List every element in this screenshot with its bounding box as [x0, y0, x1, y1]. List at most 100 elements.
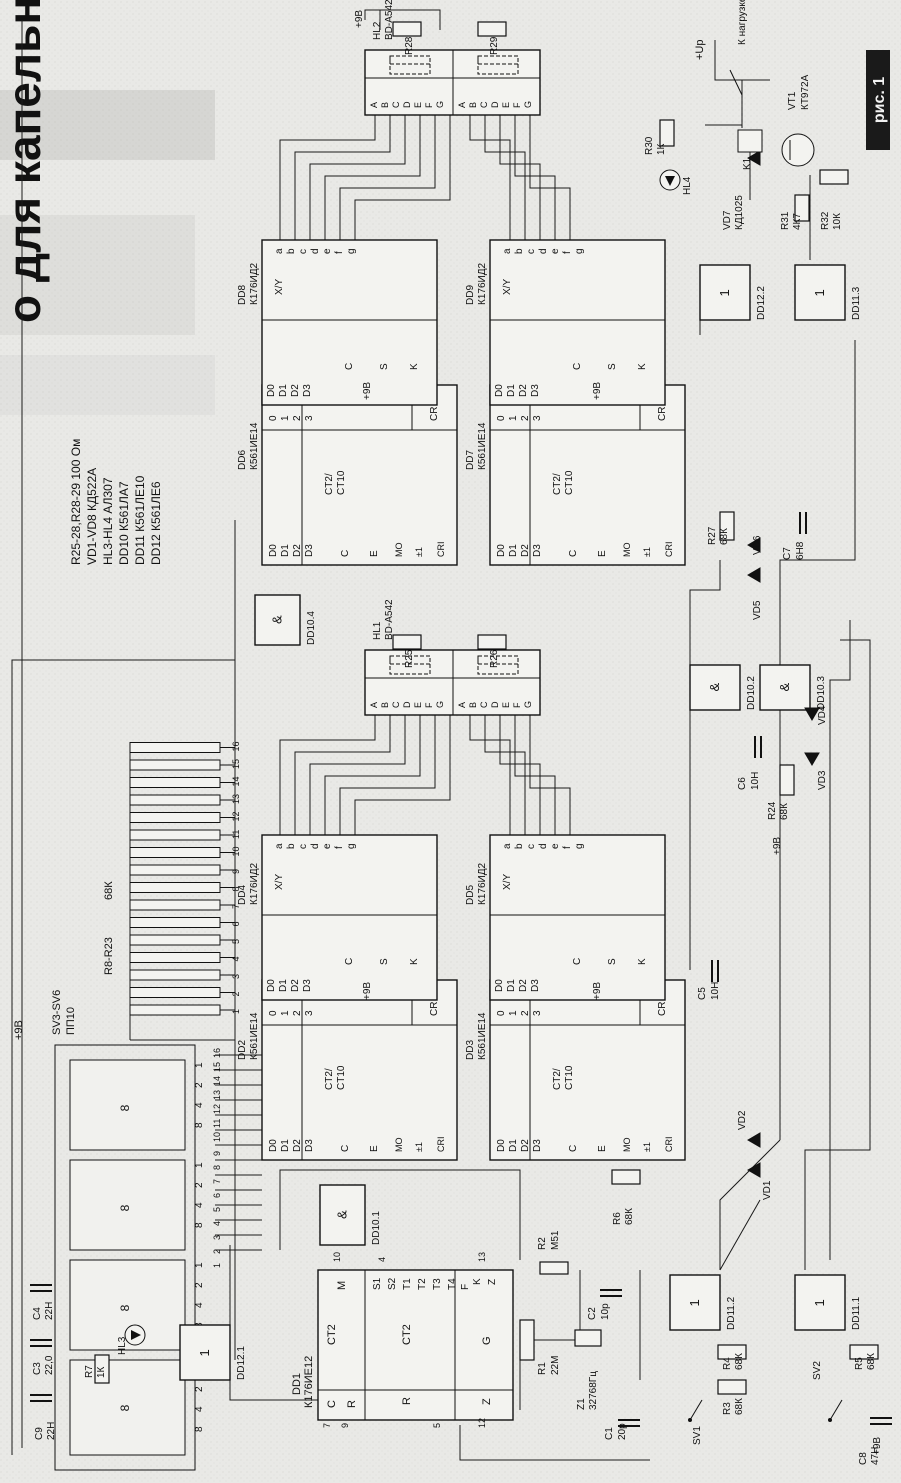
switch-bank-type: ПП10 — [65, 1007, 77, 1035]
part-label: R3 — [722, 1402, 733, 1415]
part-label: 68К — [719, 528, 730, 545]
pin-label: D2 — [290, 979, 301, 992]
pin-label: CT2/ — [324, 473, 335, 495]
gate-symbol: & — [270, 615, 285, 624]
resistor-bank-element — [129, 987, 221, 998]
svg-text:T3: T3 — [432, 1278, 443, 1290]
diode-vd4 — [804, 707, 820, 721]
pin-label: F — [512, 102, 522, 108]
pin-label: d — [310, 843, 321, 849]
part-label: DD4 — [237, 885, 248, 905]
pin-label: G — [523, 701, 533, 708]
part-label: КТ972А — [800, 74, 811, 110]
gate-symbol: & — [707, 683, 722, 692]
supply-label: +9В — [13, 1020, 25, 1040]
pin-label: ±1 — [414, 1142, 424, 1152]
pin-label: C — [344, 363, 355, 370]
part-label: DD2 — [237, 1040, 248, 1060]
pin-label: g — [574, 843, 585, 849]
svg-text:S2: S2 — [387, 1277, 398, 1290]
pin-label: D0 — [266, 979, 277, 992]
chip-body — [489, 239, 666, 406]
svg-text:4: 4 — [377, 1257, 387, 1262]
resistor-r32 — [819, 169, 849, 185]
resistor-bank-element — [129, 742, 221, 753]
gate-symbol: 1 — [197, 1349, 212, 1356]
svg-text:1: 1 — [212, 1263, 222, 1268]
pin-label: D1 — [506, 384, 517, 397]
svg-text:S1: S1 — [372, 1277, 383, 1290]
svg-text:5: 5 — [432, 1423, 442, 1428]
gate-name: DD11.3 — [851, 286, 862, 320]
pin-label: a — [274, 248, 285, 254]
resistor-bank-element — [129, 917, 221, 928]
part-label: К176ИД2 — [249, 863, 260, 905]
pin-label: f — [562, 846, 573, 849]
button-sv2[interactable] — [828, 1399, 843, 1422]
switch-sv6[interactable]: 8 — [69, 1359, 186, 1456]
resistor-bank-element — [129, 812, 221, 823]
pin-label: a — [502, 248, 513, 254]
resistor-bank-element — [129, 777, 221, 788]
part-label: R24 — [767, 801, 778, 820]
part-label: 68К — [866, 1353, 877, 1370]
gate-name: DD10.2 — [746, 676, 757, 710]
pin-label: D — [402, 701, 412, 708]
pin-label: 1 — [280, 1010, 291, 1016]
resistor-bank-pin: 1 — [231, 1009, 241, 1014]
resistor-bank-pin: 7 — [231, 904, 241, 909]
svg-text:4: 4 — [194, 1102, 205, 1108]
svg-text:M: M — [336, 1281, 348, 1290]
svg-text:K: K — [472, 1278, 483, 1285]
pin-label: C — [391, 701, 401, 708]
pin-label: D1 — [278, 384, 289, 397]
pin-label: E — [501, 102, 511, 108]
pin-label: CT10 — [564, 470, 575, 495]
resistor-r4 — [717, 1344, 747, 1360]
pin-label: D3 — [304, 544, 315, 557]
pin-label: E — [597, 1145, 608, 1152]
pin-label: CT2/ — [324, 1068, 335, 1090]
svg-text:8: 8 — [118, 1304, 132, 1311]
pin-label: e — [550, 248, 561, 254]
pin-label: S — [379, 958, 390, 965]
svg-text:2: 2 — [194, 1386, 205, 1392]
part-label: 47Н — [870, 1447, 881, 1465]
button-sv1[interactable] — [688, 1399, 703, 1422]
pin-label: D3 — [530, 979, 541, 992]
pin-label: B — [380, 102, 390, 108]
pin-label: D1 — [508, 544, 519, 557]
svg-text:14: 14 — [212, 1076, 222, 1086]
pin-label: 0 — [268, 1010, 279, 1016]
diodes — [747, 150, 820, 1178]
svg-text:9: 9 — [340, 1423, 350, 1428]
part-label: +9В — [592, 982, 603, 1000]
pin-label: f — [334, 846, 345, 849]
part-label: 32768Гц — [588, 1371, 599, 1410]
pin-label: C — [344, 958, 355, 965]
switch-sv4[interactable]: 8 — [69, 1159, 186, 1251]
pin-label: c — [298, 249, 309, 254]
part-label: К нагрузке — [737, 0, 748, 45]
svg-text:4: 4 — [212, 1221, 222, 1226]
pin-label: S — [379, 363, 390, 370]
capacitors — [30, 512, 892, 1427]
pin-label: CRI — [436, 1137, 446, 1153]
note-line: HL3-HL4 АЛ307 — [101, 477, 115, 565]
svg-text:1: 1 — [194, 1262, 205, 1268]
svg-text:7: 7 — [212, 1179, 222, 1184]
part-label: DD8 — [237, 285, 248, 305]
pin-label: a — [502, 843, 513, 849]
switch-sv3[interactable]: 8 — [69, 1059, 186, 1151]
pin-label: C — [340, 1145, 351, 1152]
part-label: 1К — [656, 143, 667, 155]
chip-dd1-name: DD1 — [291, 1373, 303, 1395]
part-label: R31 — [780, 211, 791, 230]
pin-label: S — [607, 958, 618, 965]
diode-vd2 — [747, 1132, 761, 1148]
pin-label: E — [413, 102, 423, 108]
pin-label: 0 — [496, 415, 507, 421]
resistor-r28 — [392, 21, 422, 37]
